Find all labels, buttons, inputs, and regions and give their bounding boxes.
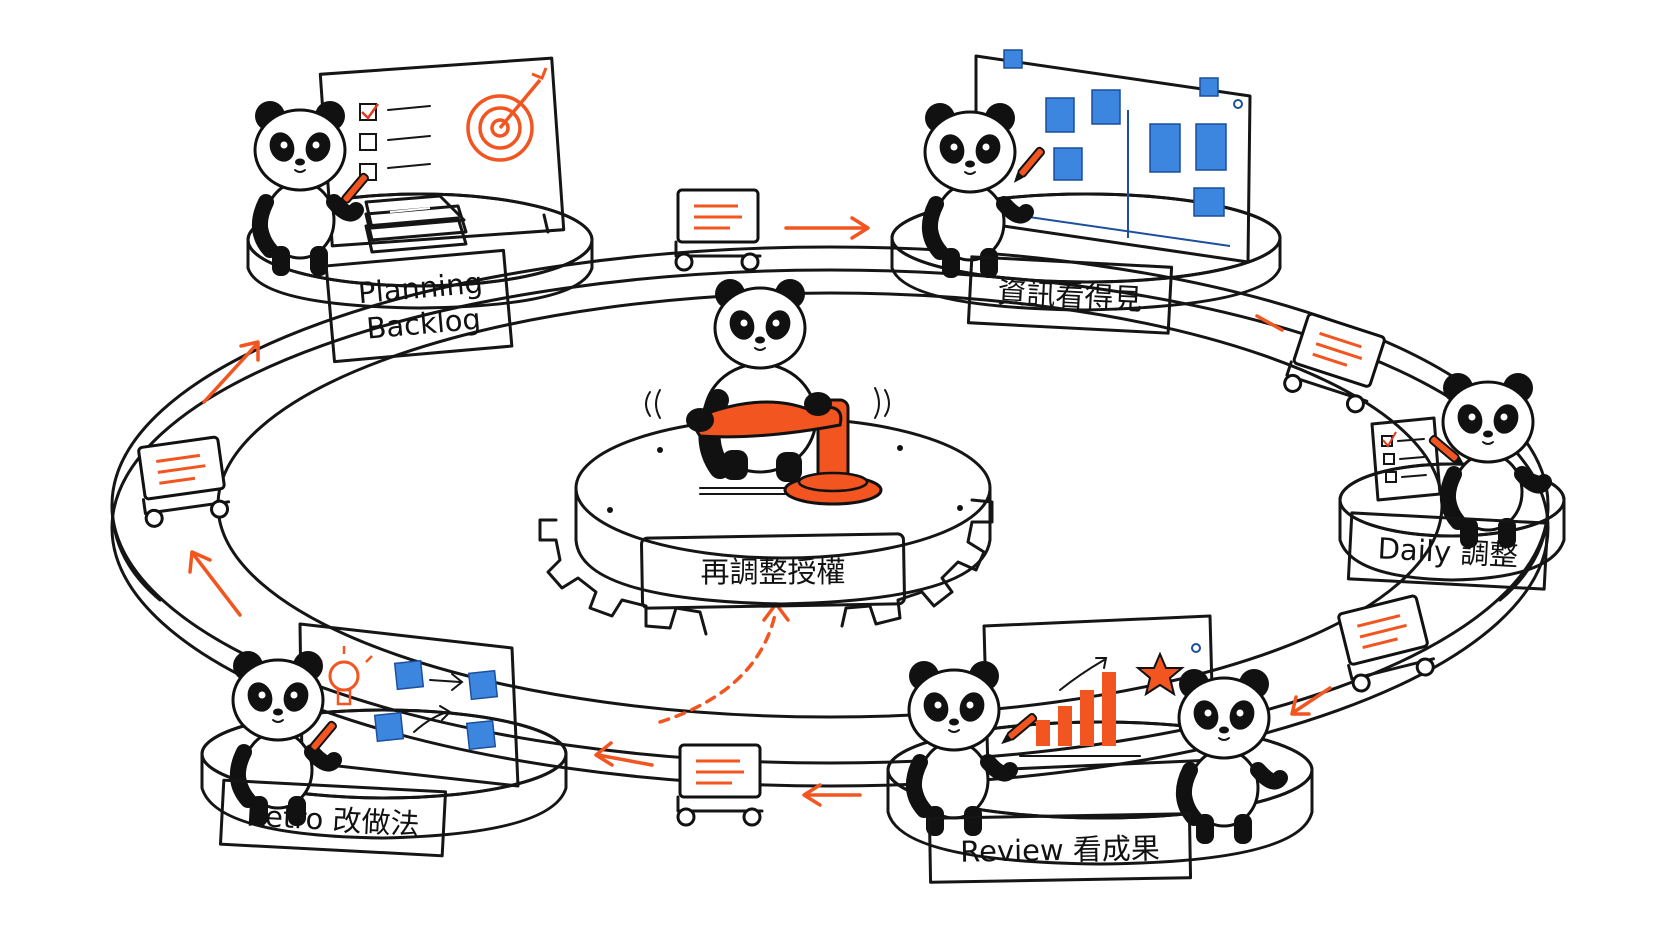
stage-label-line: 資訊看得見 bbox=[997, 275, 1144, 317]
stage-review: Review 看成果 bbox=[886, 614, 1314, 884]
cart-icon bbox=[134, 434, 233, 529]
panda-icon bbox=[1179, 669, 1280, 844]
star-icon bbox=[1135, 651, 1185, 697]
bar-chart-board bbox=[982, 614, 1216, 772]
center-label-box: 再調整授權 bbox=[640, 532, 906, 610]
cart-icon bbox=[1281, 310, 1389, 417]
cart-icon bbox=[1334, 593, 1439, 695]
stage-label-box: Review 看成果 bbox=[927, 812, 1193, 884]
bar-chart-icon bbox=[1019, 657, 1141, 757]
cart-icon bbox=[676, 743, 764, 827]
kanban-board-icon bbox=[974, 49, 1252, 264]
center-panda bbox=[645, 277, 890, 506]
checklist-icon bbox=[1370, 416, 1442, 502]
target-icon bbox=[466, 67, 548, 162]
stage-retro: Retro 改做法 bbox=[200, 622, 568, 858]
stage-visible: 資訊看得見 bbox=[890, 49, 1282, 335]
flow-arrows bbox=[188, 216, 1332, 807]
panda-icon bbox=[925, 103, 1047, 278]
panda-icon bbox=[909, 661, 1039, 836]
stage-label-line: Review 看成果 bbox=[960, 831, 1160, 868]
stage-label-box: Retro 改做法 bbox=[218, 778, 448, 858]
cart-icon bbox=[674, 188, 762, 272]
stage-label-line: Retro 改做法 bbox=[245, 798, 420, 841]
stage-label-box: Planning Backlog bbox=[324, 248, 514, 364]
retro-board bbox=[298, 622, 520, 788]
stage-label-box: 資訊看得見 bbox=[966, 255, 1174, 335]
stage-planning: Planning Backlog bbox=[246, 56, 594, 364]
stage-label-line: Daily 調整 bbox=[1377, 531, 1519, 572]
stage-label-box: Daily 調整 bbox=[1346, 511, 1550, 591]
stage-daily: Daily 調整 bbox=[1338, 373, 1566, 591]
backlog-stack bbox=[364, 194, 468, 254]
center-label: 再調整授權 bbox=[700, 555, 845, 589]
panda-icon bbox=[255, 101, 371, 276]
